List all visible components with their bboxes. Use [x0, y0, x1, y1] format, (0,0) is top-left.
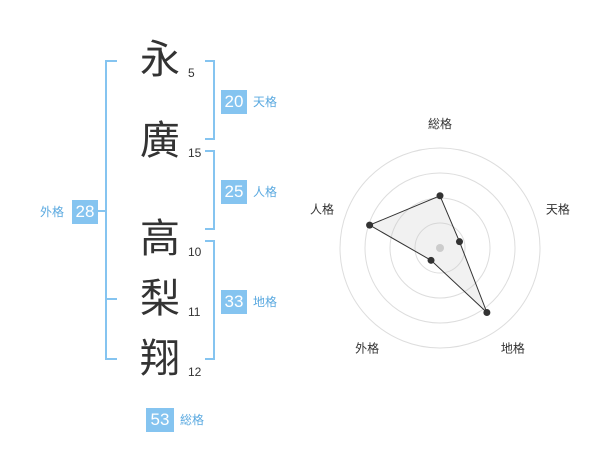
radar-axis-label-5: 人格 [310, 202, 334, 217]
tenkaku-label: 天格 [253, 95, 278, 109]
radar-point-2 [455, 238, 463, 246]
stroke-count-3: 10 [188, 245, 202, 259]
soukaku-value: 53 [146, 408, 174, 432]
soukaku-label: 総格 [180, 413, 205, 427]
chikaku-label: 地格 [253, 295, 278, 309]
name-char-1: 永 [140, 37, 180, 83]
tenkaku-value: 20 [221, 90, 247, 114]
radar-point-3 [483, 309, 491, 317]
radar-point-5 [366, 221, 374, 229]
stroke-count-1: 5 [188, 66, 195, 80]
radar-axis-label-4: 外格 [355, 340, 379, 355]
name-char-4: 梨 [140, 276, 180, 322]
chikaku-value: 33 [221, 290, 247, 314]
radar-axis-label-2: 天格 [546, 202, 570, 217]
radar-ring-3 [364, 172, 516, 324]
name-char-2: 廣 [140, 118, 180, 164]
gaikaku-label: 外格 [40, 205, 65, 219]
radar-point-1 [436, 192, 444, 200]
gaikaku-value: 28 [72, 200, 98, 224]
radar-axis-label-3: 地格 [501, 340, 525, 355]
radar-area [368, 195, 488, 313]
radar-ring-1 [414, 222, 466, 274]
name-char-5: 翔 [140, 336, 180, 382]
stroke-count-4: 11 [188, 305, 201, 319]
jinkaku-label: 人格 [253, 185, 278, 199]
name-char-3: 高 [140, 216, 180, 262]
radar-points [366, 192, 491, 317]
stroke-count-2: 15 [188, 146, 202, 160]
radar-center [436, 244, 444, 252]
radar-point-4 [427, 256, 435, 264]
jinkaku-value: 25 [221, 180, 247, 204]
radar-ring-4 [339, 147, 541, 349]
radar-axis-label-1: 総格 [428, 116, 452, 131]
stroke-count-5: 12 [188, 365, 202, 379]
